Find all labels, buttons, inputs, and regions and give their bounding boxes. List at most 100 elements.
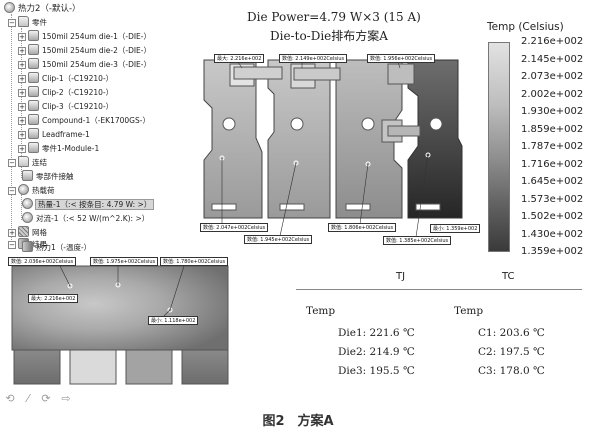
collapse-icon[interactable]: −: [8, 187, 16, 195]
leadframe-segment-1: [203, 59, 263, 219]
redo-icon[interactable]: ⟳: [41, 392, 51, 405]
max-label-top: 最大: 2.216e+002: [214, 54, 265, 63]
die3-temp: Die3: 195.5 ℃: [338, 365, 415, 377]
slot-4: [415, 203, 441, 211]
tree-item-die-3[interactable]: +150mil 254um die-3（-DIE-）: [18, 58, 152, 69]
tree-item-die-1[interactable]: +150mil 254um die-1（-DIE-）: [18, 30, 152, 41]
collapse-icon[interactable]: −: [8, 241, 16, 249]
expand-icon[interactable]: +: [18, 61, 26, 69]
part-icon: [28, 100, 39, 111]
colorbar-tick-label: 2.145e+002: [521, 53, 584, 65]
die-2: [290, 63, 316, 89]
tree-item-heat-power[interactable]: 热量-1（:< 按条目: 4.79 W: >）: [22, 198, 155, 212]
tree-item-connections[interactable]: −连结: [8, 156, 47, 167]
expand-icon[interactable]: +: [18, 117, 26, 125]
heat-load-icon: [18, 184, 29, 195]
tree-item-clip-3[interactable]: +Clip-3（-C19210-）: [18, 100, 114, 111]
part-icon: [28, 114, 39, 125]
probe-label-top-5: 数值: 1.806e+002Celsius: [328, 223, 397, 232]
expand-icon[interactable]: +: [18, 75, 26, 83]
colorbar-title: Temp (Celsius): [487, 21, 564, 33]
folder-icon: [18, 16, 29, 27]
contact-icon: [22, 170, 33, 181]
colorbar-tick-label: 1.716e+002: [521, 158, 584, 170]
tree-item-mesh[interactable]: +网格: [8, 226, 47, 237]
colorbar-tick-label: 1.502e+002: [521, 211, 584, 222]
min-label-side: 最小: 1.118e+002: [148, 316, 199, 325]
tree-item-parts[interactable]: −零件: [8, 16, 47, 27]
tree-root[interactable]: 热力2（-默认-）: [4, 2, 81, 16]
probe-label-top-6: 数值: 1.385e+002Celsius: [383, 236, 452, 245]
tree-item-module[interactable]: +零件1-Module-1: [18, 142, 100, 153]
forward-icon[interactable]: ⇨: [61, 392, 71, 405]
die-1: [229, 63, 255, 87]
temp-label-tj: Temp: [306, 305, 336, 317]
tree-item-contact[interactable]: 零部件接触: [22, 170, 74, 184]
clip-3: [387, 125, 421, 137]
part-icon: [28, 128, 39, 139]
die1-temp: Die1: 221.6 ℃: [338, 327, 415, 339]
probe-label-top-4: 数值: 1.945e+002Celsius: [244, 235, 313, 244]
colorbar-tick-label: 2.216e+002: [521, 36, 584, 47]
tree-item-compound[interactable]: +Compound-1（-EK1700GS-）: [18, 114, 150, 125]
column-header-tc: TC: [502, 271, 515, 282]
package-body: [11, 265, 229, 351]
die2-temp: Die2: 214.9 ℃: [338, 346, 415, 358]
expand-icon[interactable]: +: [8, 229, 16, 237]
case3-temp: C3: 178.0 ℃: [478, 365, 545, 377]
undo-icon[interactable]: ⟲: [5, 392, 15, 405]
part-icon: [28, 142, 39, 153]
part-icon: [28, 44, 39, 55]
probe-marker: [167, 307, 173, 313]
colorbar-tick-label: 1.430e+002: [521, 228, 584, 240]
tree-item-clip-1[interactable]: +Clip-1（-C19210-）: [18, 72, 114, 83]
clip-2: [293, 67, 341, 81]
leader-line: [169, 265, 185, 311]
feature-tree: 热力2（-默认-） −零件 +150mil 254um die-1（-DIE-）…: [2, 2, 182, 250]
expand-icon[interactable]: +: [18, 145, 26, 153]
thermal-result-icon: [22, 241, 33, 252]
leadframe-segment-2: [267, 59, 331, 219]
slot-3: [345, 203, 371, 211]
part-icon: [28, 58, 39, 69]
lead-leg-1: [13, 329, 61, 385]
heat-power-icon: [22, 198, 33, 209]
colorbar-tick-label: 1.359e+002: [521, 246, 584, 257]
probe-label-side-1: 数值: 2.036e+002Celsius: [8, 257, 77, 266]
probe-label-top-3: 数值: 2.047e+002Celsius: [200, 223, 269, 232]
collapse-icon[interactable]: −: [8, 159, 16, 167]
leadframe-segment-4: [407, 59, 463, 219]
slot-2: [279, 203, 305, 211]
leader-line: [359, 163, 369, 225]
column-header-tj: TJ: [396, 271, 406, 282]
tree-item-thermal-loads[interactable]: −热载荷: [8, 184, 55, 195]
colorbar-tick-label: 1.787e+002: [521, 141, 584, 152]
collapse-icon[interactable]: −: [8, 19, 16, 27]
expand-icon[interactable]: +: [18, 89, 26, 97]
mount-hole-2: [290, 117, 304, 131]
mount-hole-4: [429, 117, 443, 131]
colorbar-tick-label: 1.573e+002: [521, 193, 584, 205]
expand-icon[interactable]: +: [18, 103, 26, 111]
part-icon: [28, 72, 39, 83]
tree-item-convection[interactable]: 对流-1（:< 52 W/(m^2.K): >）: [22, 212, 149, 226]
power-title: Die Power=4.79 W×3 (15 A): [247, 10, 421, 24]
probe-label-side-3: 数值: 1.780e+002Celsius: [160, 257, 229, 266]
die-3-pad: [387, 63, 415, 85]
probe-marker: [365, 161, 371, 167]
expand-icon[interactable]: +: [18, 131, 26, 139]
colorbar-tick-label: 1.859e+002: [521, 123, 584, 135]
tree-item-thermal-result[interactable]: 热力1（-温度-）: [22, 241, 91, 255]
probe-marker: [219, 155, 225, 161]
tree-item-leadframe[interactable]: +Leadframe-1: [18, 128, 90, 139]
leader-line: [59, 265, 71, 287]
tree-item-die-2[interactable]: +150mil 254um die-2（-DIE-）: [18, 44, 152, 55]
temp-label-tc: Temp: [454, 305, 484, 317]
expand-icon[interactable]: +: [18, 33, 26, 41]
mesh-icon: [18, 226, 29, 237]
tree-item-clip-2[interactable]: +Clip-2（-C19210-）: [18, 86, 114, 97]
probe-marker: [67, 283, 73, 289]
pencil-icon[interactable]: ⁄: [27, 392, 29, 405]
probe-marker: [425, 152, 431, 158]
expand-icon[interactable]: +: [18, 47, 26, 55]
